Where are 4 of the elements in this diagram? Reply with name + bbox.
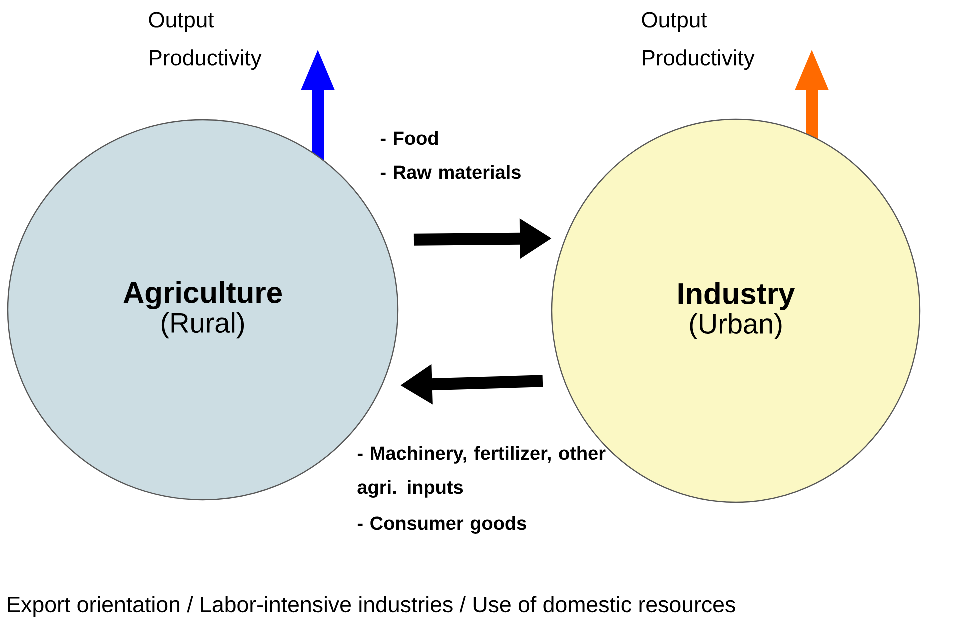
list-item: - Consumer goods xyxy=(358,516,526,534)
text-label: Output Productivity xyxy=(642,12,755,70)
caption: Export orientation / Labor-intensive industries / Use of domestic resources xyxy=(8,596,736,617)
text-label: Output Productivity xyxy=(149,12,262,70)
